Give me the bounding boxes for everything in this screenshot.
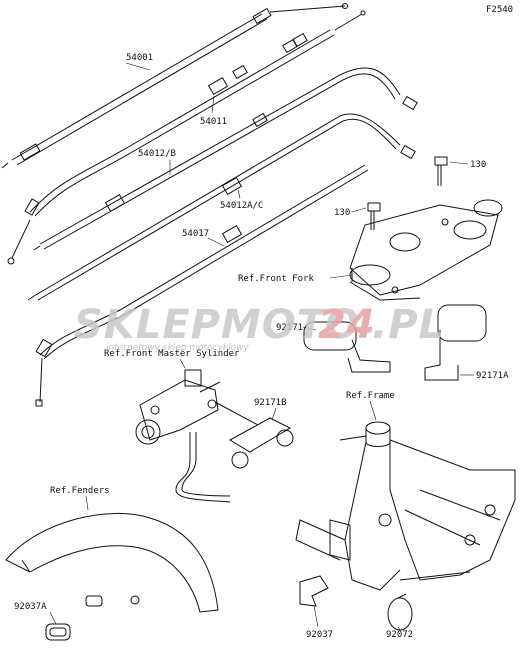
label-54001: 54001 bbox=[126, 53, 153, 63]
front-fork-clamp bbox=[349, 199, 503, 301]
label-54017: 54017 bbox=[182, 229, 209, 239]
label-92171a: 92171A bbox=[476, 371, 509, 381]
clip-92037 bbox=[299, 575, 329, 607]
label-92037: 92037 bbox=[306, 630, 333, 640]
label-92171: 92171 bbox=[276, 323, 303, 333]
front-fender bbox=[5, 512, 219, 641]
frame bbox=[295, 421, 516, 591]
label-54012b: 54012/B bbox=[138, 149, 176, 159]
label-130-a: 130 bbox=[470, 160, 486, 170]
watermark-brand-1: SKLEPMOTO bbox=[74, 302, 360, 348]
label-54012ac: 54012A/C bbox=[220, 201, 263, 211]
ref-front-fork: Ref.Front Fork bbox=[238, 274, 314, 284]
clamp-92171a bbox=[424, 304, 487, 381]
label-92171b: 92171B bbox=[254, 398, 287, 408]
clamp-92171b bbox=[175, 401, 294, 503]
master-cylinder bbox=[135, 369, 221, 445]
label-92072: 92072 bbox=[386, 630, 413, 640]
cable-54017 bbox=[35, 164, 369, 407]
clamp-92171 bbox=[303, 321, 391, 373]
watermark: SKLEPMOTO 24 .PL internetowy sklep motoc… bbox=[74, 302, 445, 353]
cable-54001 bbox=[1, 3, 348, 169]
ref-frame: Ref.Frame bbox=[346, 391, 395, 401]
diagram-id: F2540 bbox=[486, 5, 513, 15]
ref-fenders: Ref.Fenders bbox=[50, 486, 110, 496]
watermark-brand-3: .PL bbox=[372, 302, 445, 348]
cable-54012b bbox=[33, 67, 418, 251]
watermark-tagline: internetowy sklep motocyklowy bbox=[106, 343, 249, 353]
bolt-130-b bbox=[367, 202, 381, 230]
band-92072 bbox=[387, 593, 413, 631]
watermark-brand-2: 24 bbox=[318, 302, 376, 348]
bolt-130-a bbox=[434, 156, 448, 186]
label-54011: 54011 bbox=[200, 117, 227, 127]
cable-54011 bbox=[7, 10, 366, 265]
label-92037a: 92037A bbox=[14, 602, 47, 612]
ref-master-cylinder: Ref.Front Master Sylinder bbox=[104, 349, 240, 359]
label-130-b: 130 bbox=[334, 208, 350, 218]
cable-54012ac bbox=[27, 113, 416, 301]
